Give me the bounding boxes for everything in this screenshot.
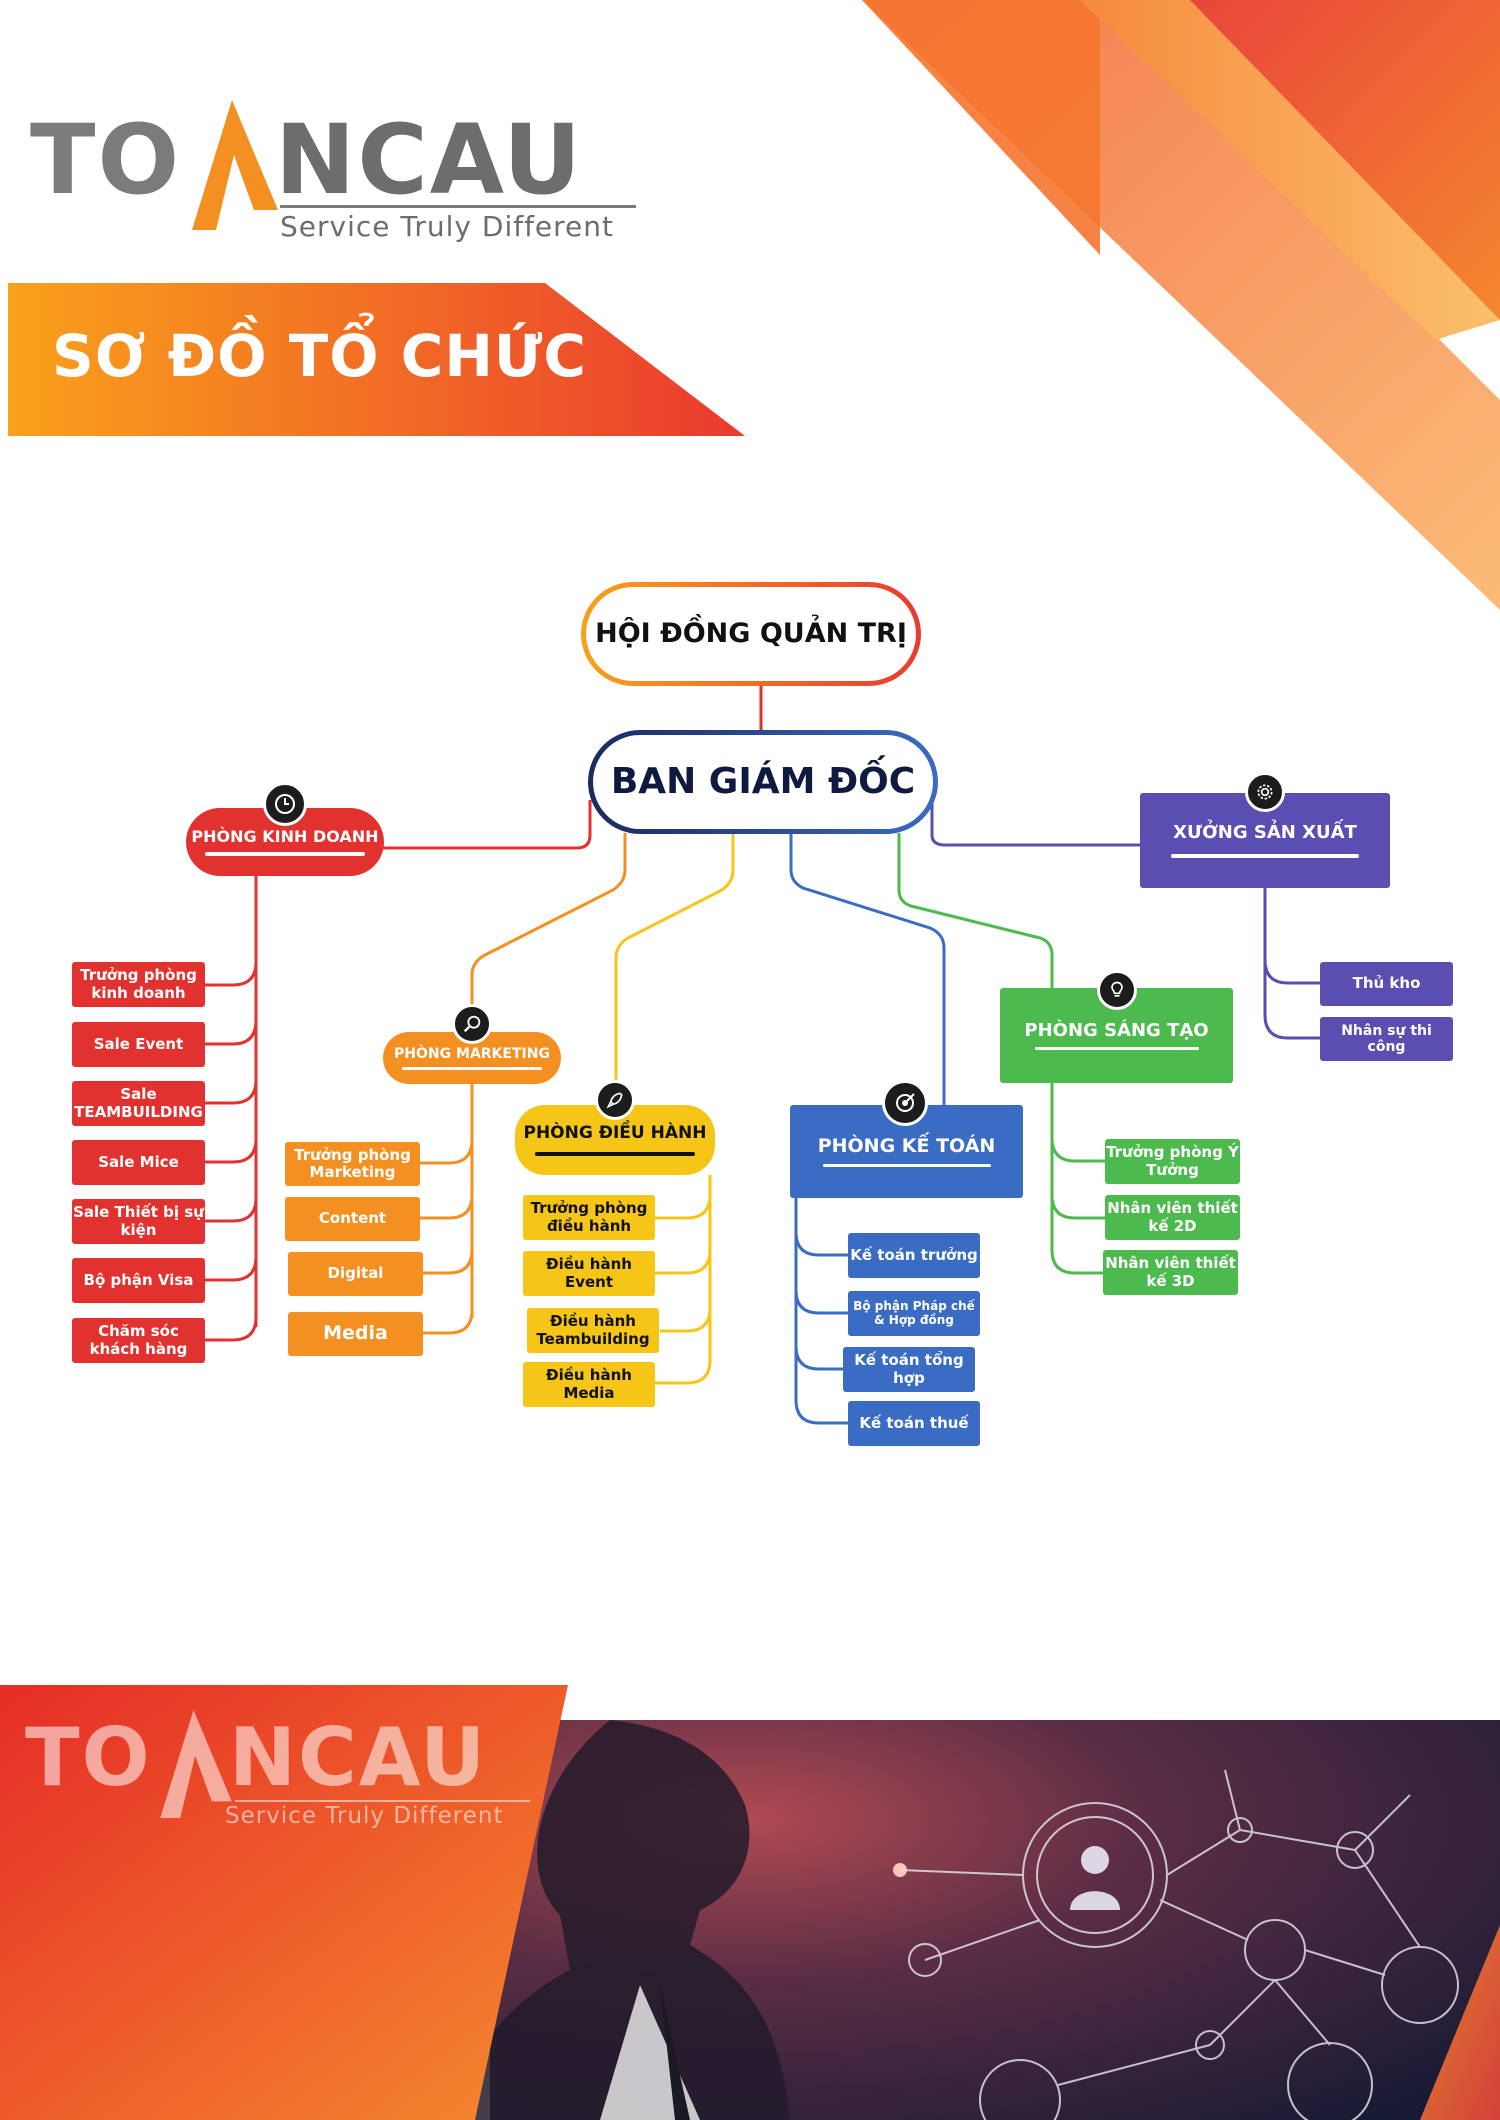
- board-node: HỘI ĐỒNG QUẢN TRỊ: [586, 587, 916, 681]
- dept-underline: [535, 1151, 695, 1156]
- xuong-item-2: Nhân sự thi công: [1320, 1017, 1453, 1061]
- kinh-doanh-item-7: Chăm sóc khách hàng: [72, 1318, 205, 1363]
- dept-underline: [1034, 1047, 1199, 1051]
- sang-tao-item-3: Nhân viên thiết kế 3D: [1103, 1250, 1238, 1295]
- xuong-item-1: Thủ kho: [1320, 962, 1453, 1006]
- rocket-icon: [595, 1080, 635, 1120]
- logo-tagline: Service Truly Different: [280, 210, 615, 243]
- board-node-frame: HỘI ĐỒNG QUẢN TRỊ: [581, 582, 921, 686]
- dept-underline: [402, 1067, 542, 1071]
- board-label: HỘI ĐỒNG QUẢN TRỊ: [595, 618, 907, 650]
- lightbulb-icon: [1097, 970, 1137, 1010]
- bottom-logo-rule: [235, 1800, 530, 1802]
- ke-toan-item-3: Kế toán tổng hợp: [843, 1347, 975, 1392]
- bottom-banner: [0, 1685, 1500, 2120]
- title-banner: [8, 283, 745, 436]
- bottom-logo-word-left: TO: [25, 1711, 152, 1804]
- kinh-doanh-item-6: Bộ phận Visa: [72, 1258, 205, 1303]
- logo-rule: [280, 205, 636, 208]
- marketing-item-2: Content: [285, 1197, 420, 1241]
- ke-toan-item-1: Kế toán trưởng: [848, 1233, 980, 1278]
- kinh-doanh-item-1: Trưởng phòng kinh doanh: [72, 962, 205, 1007]
- directors-node-frame: BAN GIÁM ĐỐC: [588, 730, 938, 834]
- bottom-logo-tagline: Service Truly Different: [225, 1803, 504, 1829]
- kinh-doanh-item-4: Sale Mice: [72, 1140, 205, 1185]
- target-icon: [882, 1080, 928, 1126]
- top-logo: TO NCAU Service Truly Different: [30, 100, 650, 250]
- bottom-logo-word-right: NCAU: [229, 1711, 488, 1804]
- marketing-item-1: Trưởng phòng Marketing: [285, 1142, 420, 1186]
- logo-word-right: NCAU: [275, 104, 584, 216]
- dept-underline: [822, 1163, 991, 1167]
- search-icon: [452, 1004, 492, 1044]
- dept-xuong-label: XƯỞNG SẢN XUẤT: [1173, 822, 1357, 844]
- dept-dieu-hanh-label: PHÒNG ĐIỀU HÀNH: [523, 1123, 707, 1144]
- dept-sang-tao-label: PHÒNG SÁNG TẠO: [1024, 1019, 1209, 1041]
- dept-marketing-label: PHÒNG MARKETING: [394, 1045, 550, 1062]
- sang-tao-item-1: Trưởng phòng Ý Tưởng: [1105, 1139, 1240, 1184]
- directors-label: BAN GIÁM ĐỐC: [610, 761, 916, 803]
- dieu-hanh-item-1: Trưởng phòng điều hành: [523, 1195, 655, 1240]
- dieu-hanh-item-2: Điều hành Event: [523, 1251, 655, 1296]
- dept-underline: [1171, 853, 1359, 858]
- page-title: SƠ ĐỒ TỔ CHỨC: [52, 322, 587, 390]
- ke-toan-item-2: Bộ phận Pháp chế & Hợp đồng: [848, 1291, 980, 1336]
- bottom-logo-a-mark: [160, 1710, 232, 1818]
- kinh-doanh-item-2: Sale Event: [72, 1022, 205, 1067]
- ke-toan-item-4: Kế toán thuế: [848, 1401, 980, 1446]
- corner-stripes: [862, 0, 1500, 610]
- dept-ke-toan-label: PHÒNG KẾ TOÁN: [817, 1135, 996, 1158]
- sang-tao-item-2: Nhân viên thiết kế 2D: [1105, 1195, 1240, 1240]
- marketing-item-3: Digital: [288, 1252, 423, 1296]
- marketing-item-4: Media: [288, 1312, 423, 1356]
- logo-a-mark: [192, 100, 278, 230]
- directors-node: BAN GIÁM ĐỐC: [593, 735, 933, 829]
- dept-kinh-doanh-label: PHÒNG KINH DOANH: [191, 827, 379, 847]
- kinh-doanh-item-5: Sale Thiết bị sự kiện: [72, 1199, 205, 1244]
- logo-word-left: TO: [30, 104, 182, 216]
- dieu-hanh-item-3: Điều hành Teambuilding: [527, 1308, 659, 1353]
- dept-kinh-doanh: PHÒNG KINH DOANH: [186, 808, 384, 876]
- dept-underline: [205, 851, 365, 856]
- bottom-logo: TO NCAU Service Truly Different: [25, 1710, 545, 1830]
- gear-icon: [1245, 772, 1285, 812]
- kinh-doanh-item-3: Sale TEAMBUILDING: [72, 1081, 205, 1126]
- dept-ke-toan: PHÒNG KẾ TOÁN: [790, 1105, 1023, 1198]
- clock-icon: [263, 782, 307, 826]
- org-connectors: [205, 685, 1320, 1425]
- dieu-hanh-item-4: Điều hành Media: [523, 1362, 655, 1407]
